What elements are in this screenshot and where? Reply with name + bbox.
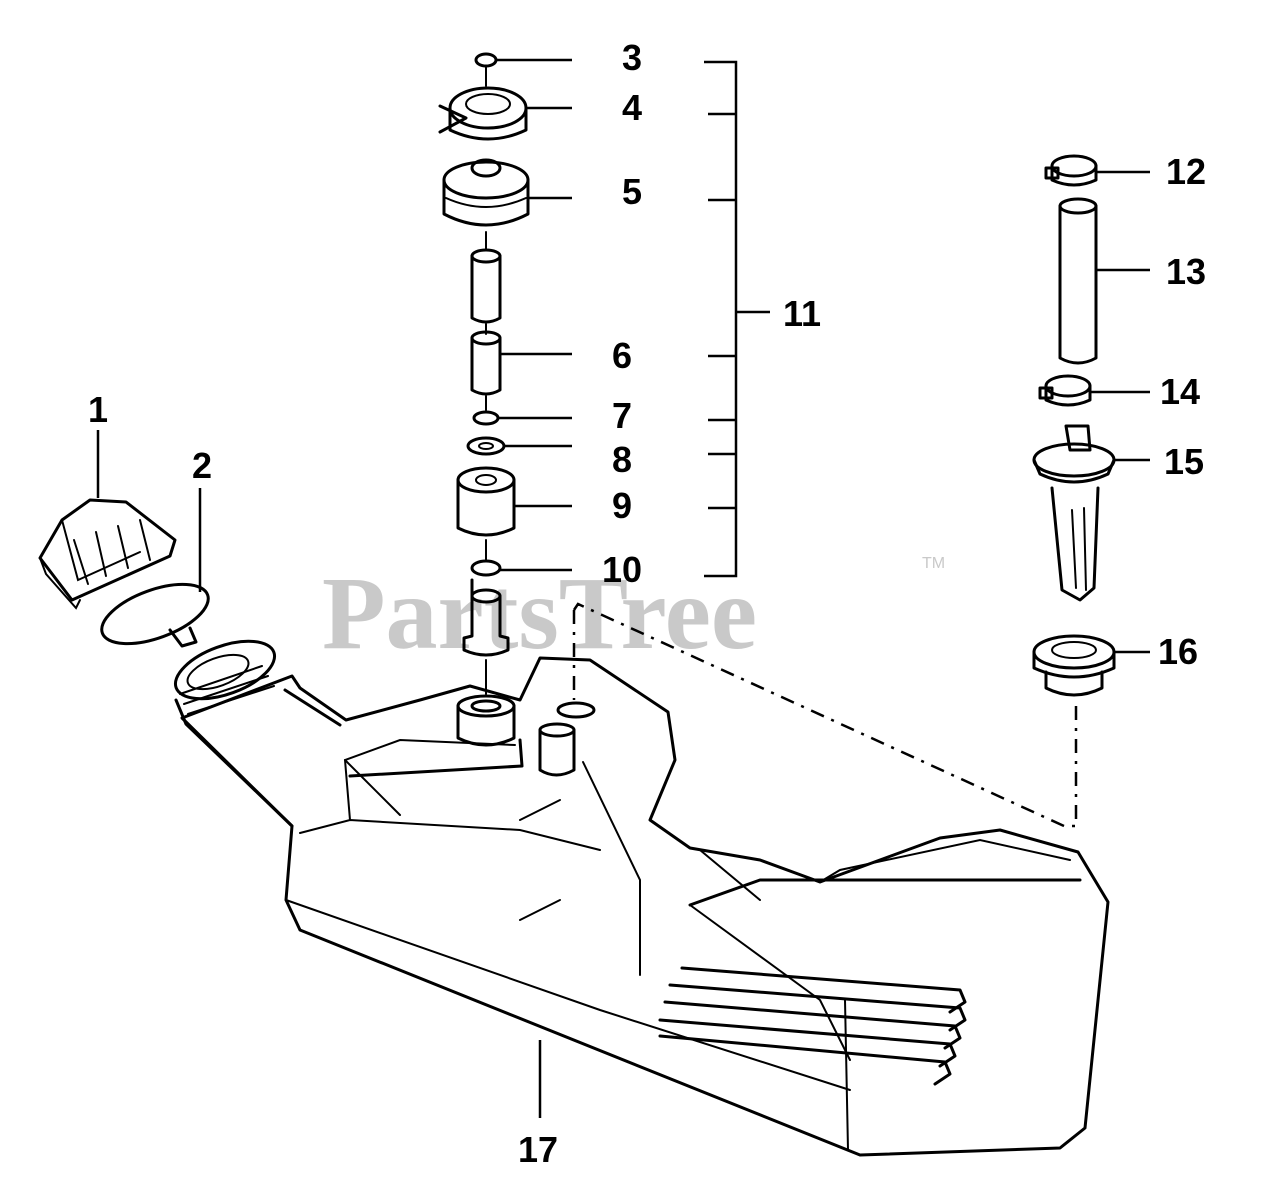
callout-17: 17 xyxy=(518,1129,558,1170)
part-13-tube xyxy=(1058,197,1098,365)
callout-3: 3 xyxy=(622,37,642,78)
filler-neck-threads xyxy=(173,639,277,715)
part-3-ring xyxy=(474,52,498,68)
part-8-washer xyxy=(466,436,506,456)
watermark-trademark: TM xyxy=(922,555,945,572)
part-4-clamp xyxy=(438,86,528,141)
part-7-clip xyxy=(472,410,500,426)
part-16-grommet xyxy=(1032,634,1116,697)
callout-2: 2 xyxy=(192,445,212,486)
callout-4: 4 xyxy=(622,87,642,128)
callout-12: 12 xyxy=(1166,151,1206,192)
callout-6: 6 xyxy=(612,335,632,376)
part-6-fuel-line xyxy=(470,248,502,396)
callout-9: 9 xyxy=(612,485,632,526)
part-14-clamp xyxy=(1038,374,1092,407)
callout-8: 8 xyxy=(612,439,632,480)
watermark: PartsTree xyxy=(322,556,757,671)
callout-1: 1 xyxy=(88,389,108,430)
callout-5: 5 xyxy=(622,171,642,212)
fuel-cap xyxy=(38,498,177,610)
cap-gasket xyxy=(100,582,210,648)
callout-7: 7 xyxy=(612,395,632,436)
callout-16: 16 xyxy=(1158,631,1198,672)
leader-lines xyxy=(96,58,1150,1118)
callout-15: 15 xyxy=(1164,441,1204,482)
part-15-vent-valve xyxy=(1032,424,1116,602)
callout-10: 10 xyxy=(602,549,642,590)
callout-11: 11 xyxy=(783,293,821,334)
fuel-tank xyxy=(174,656,1110,1157)
callout-14: 14 xyxy=(1160,371,1200,412)
part-9-filter xyxy=(456,466,516,537)
part-5-grommet xyxy=(442,158,530,227)
part-12-clamp xyxy=(1044,154,1098,187)
callout-13: 13 xyxy=(1166,251,1206,292)
